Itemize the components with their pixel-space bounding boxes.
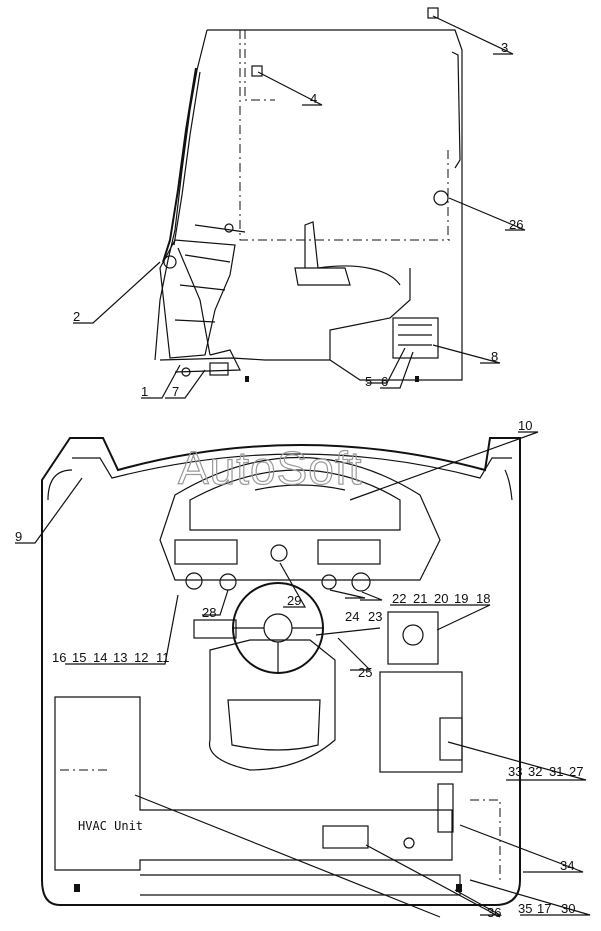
hvac-unit-label: HVAC Unit (78, 819, 143, 833)
callout-1: 1 (141, 384, 148, 399)
callout-32: 32 (528, 764, 542, 779)
callout-10: 10 (518, 418, 532, 433)
callout-34: 34 (560, 858, 574, 873)
callout-16: 16 (52, 650, 66, 665)
callout-14: 14 (93, 650, 107, 665)
callout-19: 19 (454, 591, 468, 606)
callout-8: 8 (491, 349, 498, 364)
callout-9: 9 (15, 529, 22, 544)
callout-23: 23 (368, 609, 382, 624)
callout-4: 4 (310, 91, 317, 106)
cab-side-view (154, 7, 463, 382)
callout-31: 31 (549, 764, 563, 779)
callout-5: 5 (365, 374, 372, 389)
callout-7: 7 (172, 384, 179, 399)
callout-labels: 1 2 3 4 5 6 7 8 9 10 11 12 13 14 15 16 1… (15, 40, 583, 920)
callout-33: 33 (508, 764, 522, 779)
callout-3: 3 (501, 40, 508, 55)
callout-36: 36 (487, 905, 501, 920)
callout-11: 11 (156, 650, 170, 665)
callout-24: 24 (345, 609, 359, 624)
callout-13: 13 (113, 650, 127, 665)
callout-22: 22 (392, 591, 406, 606)
callout-30: 30 (561, 901, 575, 916)
callout-26: 26 (509, 217, 523, 232)
callout-20: 20 (434, 591, 448, 606)
cab-top-view (41, 437, 521, 906)
leader-lines (15, 15, 591, 918)
callout-2: 2 (73, 309, 80, 324)
watermark: AutoSoft (178, 442, 362, 494)
callout-25: 25 (358, 665, 372, 680)
callout-35: 35 (518, 901, 532, 916)
callout-18: 18 (476, 591, 490, 606)
callout-21: 21 (413, 591, 427, 606)
callout-28: 28 (202, 605, 216, 620)
callout-15: 15 (72, 650, 86, 665)
callout-17: 17 (537, 901, 551, 916)
callout-12: 12 (134, 650, 148, 665)
callout-29: 29 (287, 593, 301, 608)
callout-6: 6 (381, 374, 388, 389)
callout-27: 27 (569, 764, 583, 779)
